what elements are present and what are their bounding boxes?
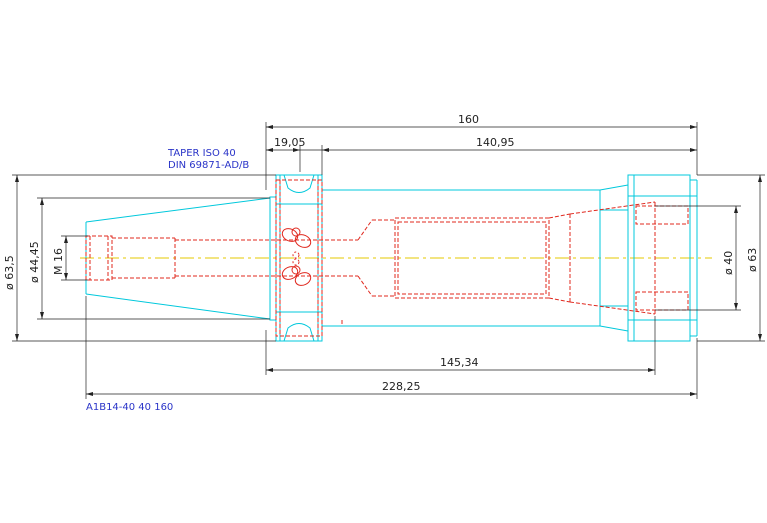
hidden-lines xyxy=(85,179,689,337)
dim-dia-44-45: ø 44,45 xyxy=(28,241,41,283)
dim-140-95: 140,95 xyxy=(476,136,515,149)
dim-19-05: 19,05 xyxy=(274,136,306,149)
spec-taper-iso: TAPER ISO 40 xyxy=(167,148,236,159)
dim-m16: M 16 xyxy=(52,248,65,275)
dim-228-25: 228,25 xyxy=(382,380,421,393)
dimension-arrows xyxy=(15,125,762,396)
dim-dia-40: ø 40 xyxy=(722,251,735,275)
dim-dia-63: ø 63 xyxy=(746,248,759,272)
dimension-lines xyxy=(12,122,765,399)
dim-160: 160 xyxy=(458,113,479,126)
dim-dia-63-5: ø 63,5 xyxy=(3,255,16,290)
part-code: A1B14-40 40 160 xyxy=(86,402,173,413)
drive-slot-circles xyxy=(281,227,312,286)
body-outline xyxy=(322,174,698,342)
dim-145-34: 145,34 xyxy=(440,356,479,369)
spec-din: DIN 69871-AD/B xyxy=(168,160,249,171)
